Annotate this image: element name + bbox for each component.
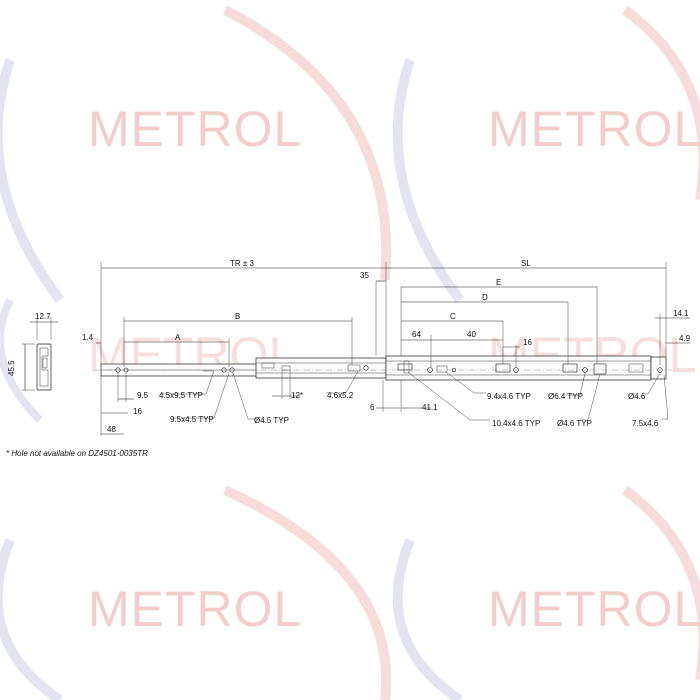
dim-41-1: 41.1 — [422, 403, 438, 412]
callout-4-5x9-5: 4.5x9.5 TYP — [159, 391, 203, 400]
callout-7-5x4-6: 7.5x4.6 — [632, 419, 659, 428]
top-dimensions: TR ± 3 SL 35 E D C 64 40 16 B A 1.4 1 — [82, 259, 691, 367]
watermark-text: METROL — [488, 581, 700, 637]
watermark-bottom-right: METROL — [392, 485, 700, 700]
dim-e: E — [496, 278, 501, 287]
dim-sl: SL — [521, 259, 531, 268]
watermark-text: METROL — [488, 101, 700, 157]
dim-a: A — [175, 333, 181, 342]
dim-12-star: 12* — [291, 391, 303, 400]
outer-member — [385, 355, 652, 381]
dim-c: C — [450, 312, 456, 321]
callout-hole-4-5: Ø4.5 TYP — [254, 416, 289, 425]
dim-1-4: 1.4 — [82, 333, 94, 342]
watermark-top-left: METROL — [0, 5, 392, 303]
callout-9-4x4-6: 9.4x4.6 TYP — [487, 392, 531, 401]
dim-35: 35 — [360, 271, 369, 280]
dim-4-9: 4.9 — [679, 334, 691, 343]
slide-side-view — [95, 355, 672, 381]
callout-9-5x4-5: 9.5x4.5 TYP — [170, 415, 214, 424]
dim-d: D — [482, 293, 488, 302]
watermark-top-right: METROL — [392, 5, 700, 303]
dim-6: 6 — [370, 403, 375, 412]
middle-member — [255, 357, 387, 379]
callout-4-6x5-2: 4.6x5.2 — [327, 391, 354, 400]
callout-hole-4-6: Ø4.6 — [628, 392, 646, 401]
dim-16-right: 16 — [523, 338, 532, 347]
dim-9-5: 9.5 — [137, 391, 149, 400]
dim-64: 64 — [412, 330, 421, 339]
watermark-text: METROL — [88, 101, 302, 157]
dim-40: 40 — [467, 330, 476, 339]
dim-b: B — [235, 312, 240, 321]
dim-tr: TR ± 3 — [230, 259, 255, 268]
dim-48: 48 — [107, 425, 116, 434]
dim-12-7: 12.7 — [35, 312, 51, 321]
dim-45-5: 45.5 — [7, 360, 16, 376]
callout-10-4x4-6: 10.4x4.6 TYP — [492, 419, 540, 428]
watermark-bottom-left: METROL — [0, 485, 392, 700]
dim-16-left: 16 — [133, 407, 142, 416]
footnote: * Hole not available on DZ4501-0035TR — [6, 449, 148, 458]
cross-section-profile: 12.7 45.5 — [7, 312, 58, 391]
watermark-text: METROL — [88, 581, 302, 637]
callout-hole-6-4: Ø6.4 TYP — [548, 392, 583, 401]
bottom-dimensions: 9.5 16 48 4.5x9.5 TYP 9.5x4.5 TYP Ø4.5 T… — [100, 370, 669, 436]
callout-hole-4-6-typ: Ø4.6 TYP — [557, 419, 592, 428]
dim-14-1: 14.1 — [673, 309, 689, 318]
